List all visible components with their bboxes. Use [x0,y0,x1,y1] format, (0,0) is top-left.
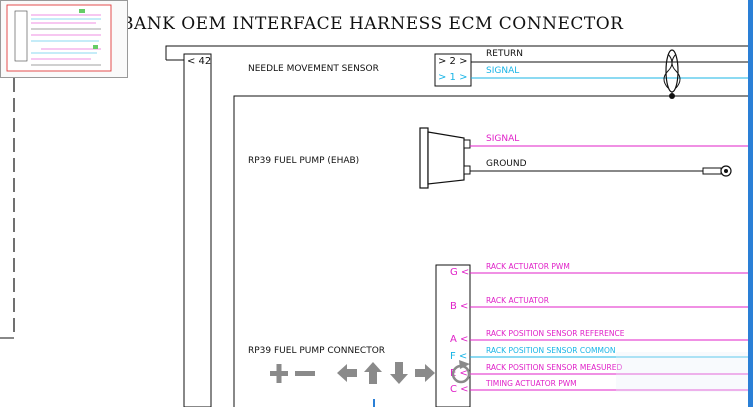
plus-icon [270,364,288,383]
pin-1-label: > 1 > [438,72,468,83]
pin-a-label: A < [450,334,469,345]
signal-label-top: SIGNAL [486,66,520,76]
vertical-scrollbar[interactable] [748,0,753,407]
zoom-in-button[interactable] [266,358,292,388]
pan-left-button[interactable] [334,358,360,388]
connector-42-label: < 42 [187,56,212,67]
shield-line [233,95,753,407]
diagram-title: BANK OEM INTERFACE HARNESS ECM CONNECTOR [121,14,624,34]
minus-icon [295,371,315,376]
shield-ground-dot [669,93,675,99]
arrow-left-icon [337,364,357,382]
pan-right-button[interactable] [412,358,438,388]
return-label: RETURN [486,49,524,59]
pin-2-label: > 2 > [438,56,468,67]
ecm-frame-top [165,45,753,60]
pump-connector-label: RP39 FUEL PUMP CONNECTOR [248,346,386,356]
watermark-overlay [616,352,752,392]
overview-thumbnail[interactable] [0,0,128,78]
sensor-pin-box [434,53,472,87]
rps-measured-label: RACK POSITION SENSOR MEASURED [486,363,623,372]
arrow-up-icon [364,362,382,384]
reset-view-button[interactable] [448,358,474,388]
thumbnail-preview [6,4,112,72]
pin-e-label: E < [450,368,468,379]
viewer-nav-toolbar [262,358,477,388]
needle-sensor-label: NEEDLE MOVEMENT SENSOR [248,64,379,74]
arrow-down-icon [390,362,408,384]
pin-g-label: G < [450,267,470,278]
rotate-icon [451,360,471,384]
pin-c-label: C < [450,384,469,395]
rps-common-label: RACK POSITION SENSOR COMMON [486,346,616,355]
ehab-ground-label: GROUND [486,159,527,169]
zoom-out-button[interactable] [292,358,318,388]
rack-actuator-label: RACK ACTUATOR [486,296,549,305]
pan-up-button[interactable] [360,358,386,388]
rps-reference-label: RACK POSITION SENSOR REFERENCE [486,329,625,338]
arrow-right-icon [415,364,435,382]
timing-actuator-pwm-label: TIMING ACTUATOR PWM [486,379,577,388]
connector-42-body [183,53,212,407]
rack-actuator-pwm-label: RACK ACTUATOR PWM [486,262,570,271]
fuel-pump-pin-box [435,264,471,407]
ehab-signal-label: SIGNAL [486,134,520,144]
pan-down-button[interactable] [386,358,412,388]
ground-lug [702,167,722,175]
pin-b-label: B < [450,301,469,312]
pin-f-label: F < [450,351,468,362]
ehab-pump-label: RP39 FUEL PUMP (EHAB) [248,156,360,166]
ehab-connector-symbol [419,127,471,189]
